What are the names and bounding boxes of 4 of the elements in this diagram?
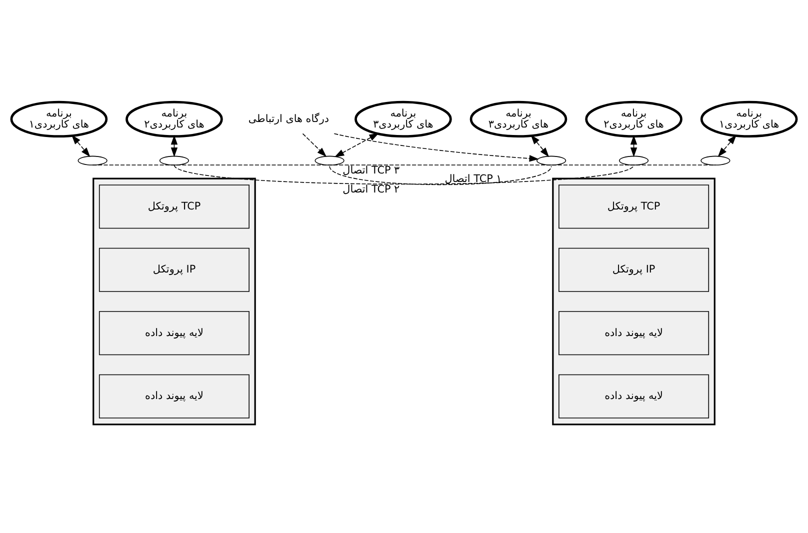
edge-label: اتصال TCP ۳ <box>342 164 400 176</box>
node-text: درگاه های ارتباطی <box>248 112 330 125</box>
edge-label: اتصال TCP ۲ <box>342 183 400 196</box>
edge-label: اتصال TCP ۱ <box>444 172 502 185</box>
